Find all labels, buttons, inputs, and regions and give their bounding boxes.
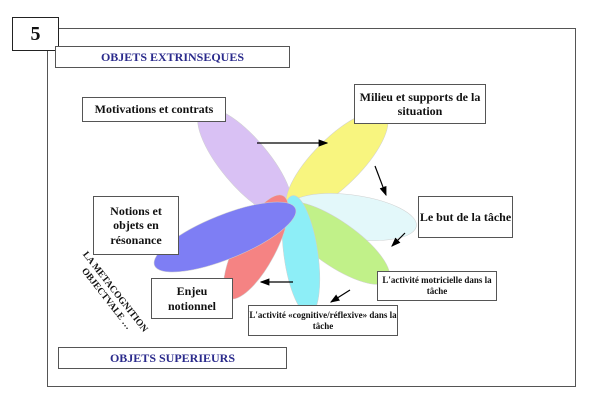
label-milieu: Milieu et supports de la situation [354, 84, 486, 124]
label-enjeu: Enjeu notionnel [151, 278, 233, 319]
label-motivations: Motivations et contrats [82, 97, 226, 122]
slide-number: 5 [12, 17, 59, 51]
petal [153, 201, 297, 273]
label-cognitive: L'activité «cognitive/réflexive» dans la… [248, 305, 398, 336]
outer-frame [47, 28, 576, 387]
arrow [329, 289, 351, 303]
header-superieurs: OBJETS SUPERIEURS [58, 347, 287, 369]
label-but: Le but de la tâche [418, 196, 513, 238]
label-motricielle: L'activité motricielle dans la tâche [377, 271, 497, 301]
arrow [374, 165, 387, 197]
header-extrinseques: OBJETS EXTRINSEQUES [55, 46, 290, 68]
arrow [391, 232, 406, 247]
label-notions: Notions et objets en résonance [93, 196, 179, 255]
